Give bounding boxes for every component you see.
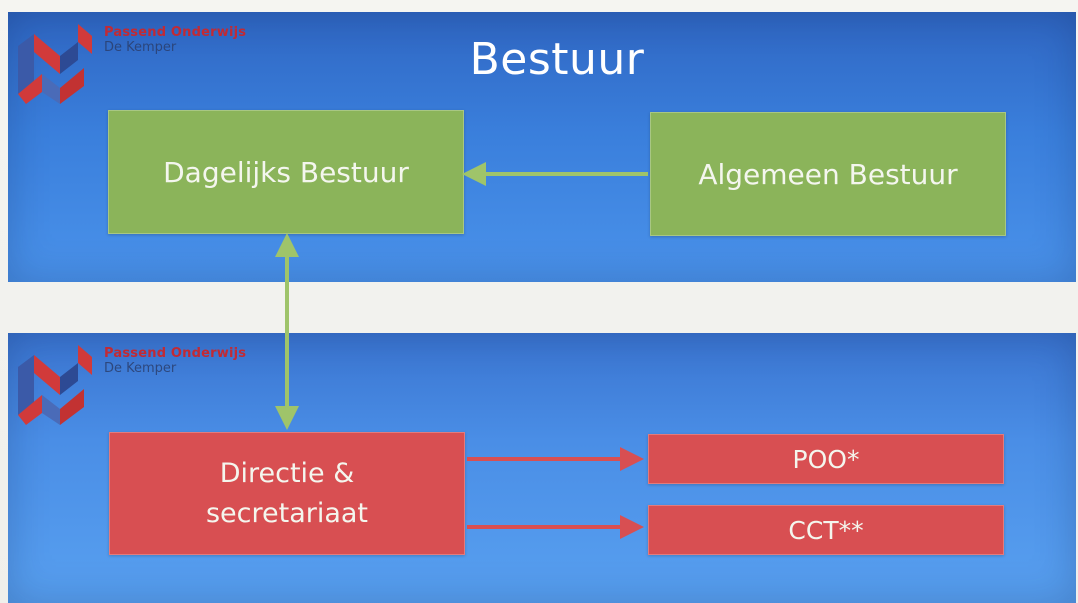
poo-box: POO* bbox=[648, 434, 1004, 484]
directie-secretariaat-box: Directie & secretariaat bbox=[109, 432, 465, 555]
brand-text: Passend Onderwijs De Kemper bbox=[104, 346, 247, 377]
brand-subtitle: De Kemper bbox=[104, 39, 177, 55]
algemeen-bestuur-box: Algemeen Bestuur bbox=[650, 112, 1006, 236]
passend-onderwijs-logo-icon bbox=[12, 337, 94, 427]
bestuur-panel: Passend Onderwijs De Kemper Bestuur Dage… bbox=[8, 12, 1076, 282]
brand-subtitle: De Kemper bbox=[104, 360, 177, 376]
panel-title: Bestuur bbox=[469, 34, 645, 85]
passend-onderwijs-logo-icon bbox=[12, 16, 94, 106]
brand-text: Passend Onderwijs De Kemper bbox=[104, 25, 247, 56]
dagelijks-bestuur-box: Dagelijks Bestuur bbox=[108, 110, 464, 234]
directie-panel: Passend Onderwijs De Kemper Directie & s… bbox=[8, 333, 1076, 603]
brand-name: Passend Onderwijs bbox=[104, 25, 247, 40]
cct-box: CCT** bbox=[648, 505, 1004, 555]
brand-name: Passend Onderwijs bbox=[104, 346, 247, 361]
